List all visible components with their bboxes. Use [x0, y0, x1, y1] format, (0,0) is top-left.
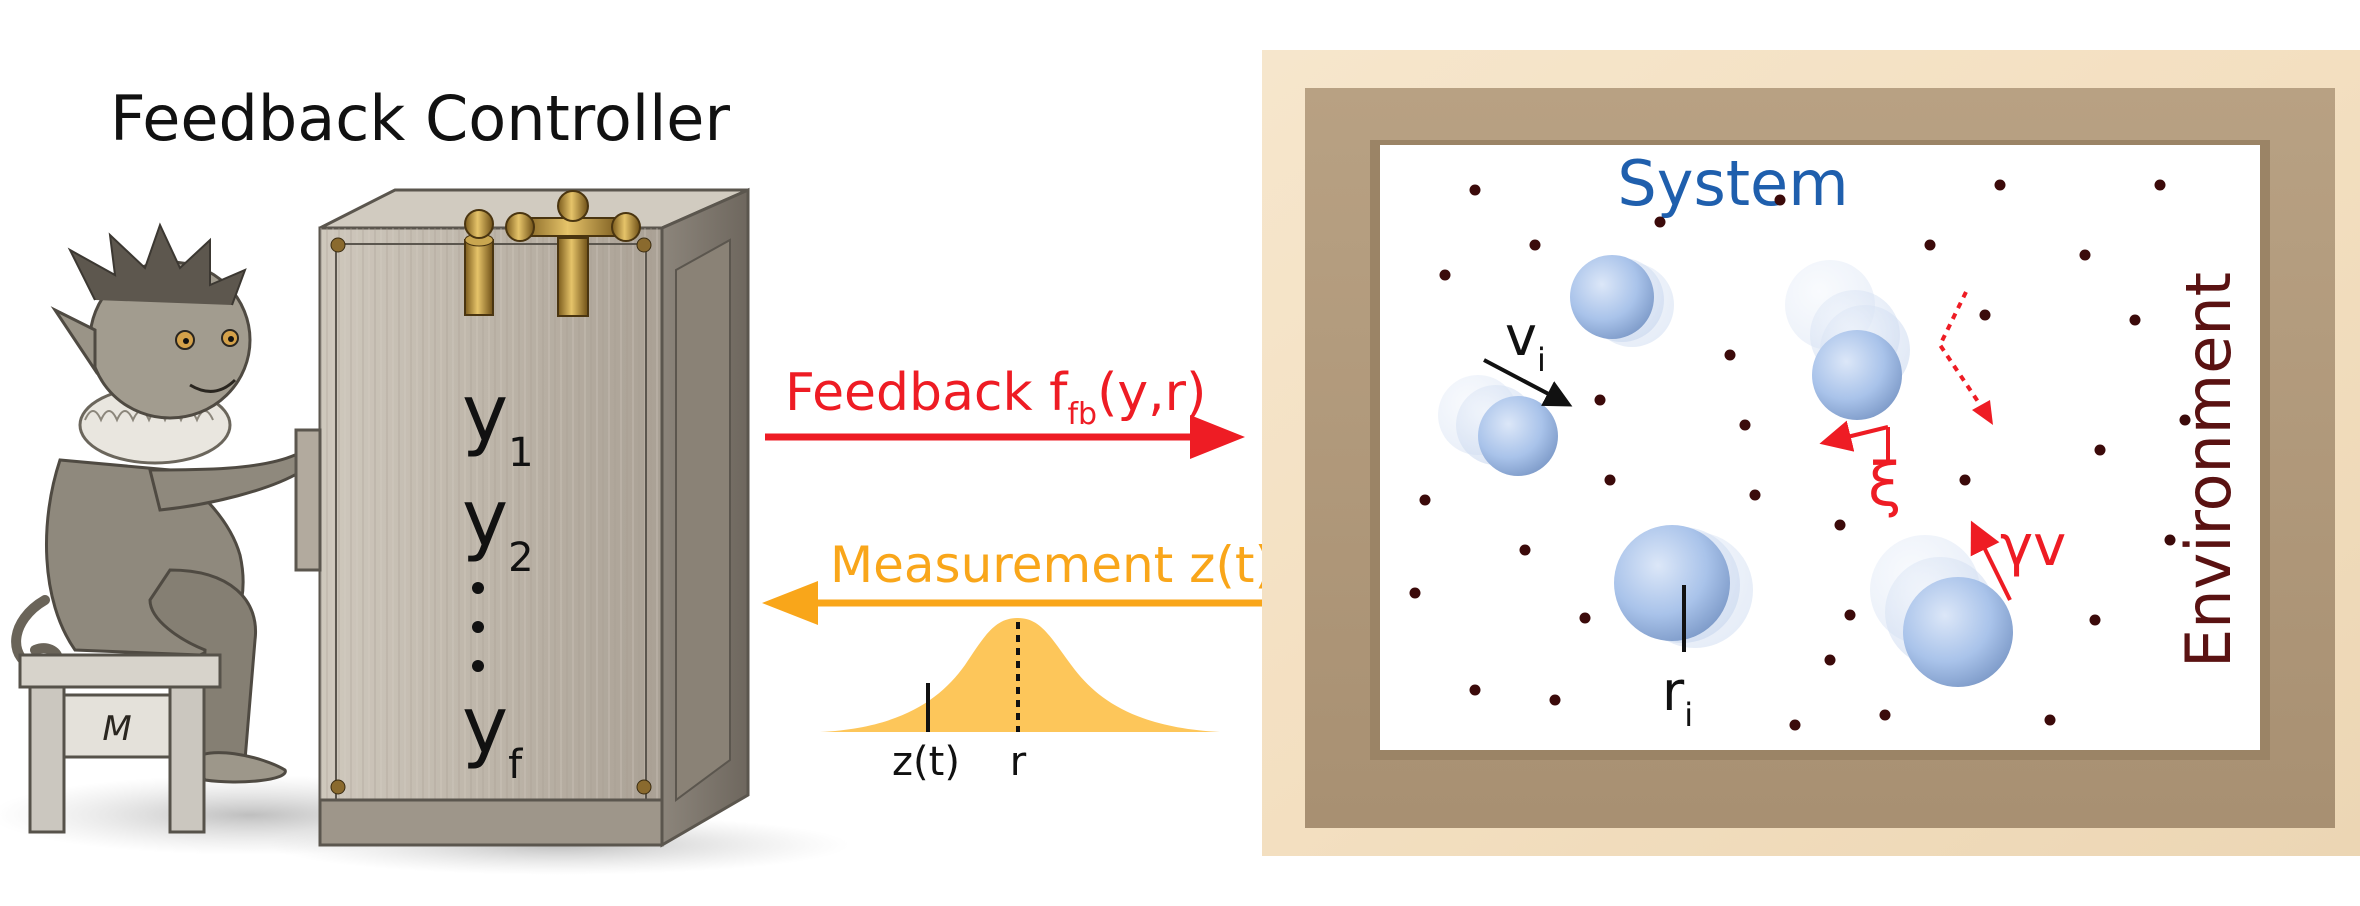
bath-dot	[1419, 494, 1431, 506]
page-title: Feedback Controller	[110, 82, 730, 155]
bath-dot	[1469, 184, 1481, 196]
stool-icon: M	[18, 653, 222, 834]
feedback-arrow: Feedback ffb(y,r)	[765, 363, 1245, 459]
particle	[1812, 330, 1902, 420]
bath-dot	[2044, 714, 2056, 726]
ellipsis-dot	[472, 582, 484, 594]
bath-dot	[1994, 179, 2006, 191]
bath-dot	[2094, 444, 2106, 456]
bath-dot	[2129, 314, 2141, 326]
bath-dot	[2164, 534, 2176, 546]
gaussian-curve-icon: z(t) r	[820, 618, 1220, 785]
bath-dot	[1739, 419, 1751, 431]
bath-dot	[2179, 414, 2191, 426]
measured-tick-label: z(t)	[892, 739, 960, 785]
cabinet-icon	[270, 187, 850, 875]
environment-label: Environment	[2172, 272, 2245, 668]
bath-dot	[1529, 239, 1541, 251]
controller-variables: y1 y2 yf	[462, 369, 534, 788]
particle	[1570, 255, 1654, 339]
particle	[1614, 525, 1730, 641]
bath-dot	[1654, 216, 1666, 228]
friction-force: γv	[1970, 514, 2066, 601]
ellipsis-dot	[472, 621, 484, 633]
particle	[1478, 396, 1558, 476]
imp-icon	[0, 222, 510, 855]
noise-label: ξ	[1868, 450, 1901, 520]
noise-force: ξ	[1819, 291, 1993, 520]
measurement-label: Measurement z(t)	[830, 536, 1274, 594]
stool-label: M	[102, 709, 131, 749]
bath-dot	[2089, 614, 2101, 626]
friction-label: γv	[2000, 514, 2066, 579]
bath-dot	[1409, 587, 1421, 599]
velocity-label: vi	[1505, 305, 1546, 379]
particle	[1903, 577, 2013, 687]
brass-knob-icon	[464, 190, 641, 317]
reference-tick-label: r	[1010, 739, 1027, 785]
bath-dot	[1924, 239, 1936, 251]
bath-dot	[1844, 609, 1856, 621]
bath-dot	[1774, 194, 1786, 206]
variable-y1: y1	[462, 369, 534, 476]
ellipsis-dot	[472, 660, 484, 672]
bath-dot	[1824, 654, 1836, 666]
variable-y2: y2	[462, 474, 534, 581]
bath-dot	[1789, 719, 1801, 731]
bath-dot	[2154, 179, 2166, 191]
feedback-label: Feedback ffb(y,r)	[785, 363, 1206, 432]
bath-dot	[1594, 394, 1606, 406]
bath-dot	[1749, 489, 1761, 501]
bath-dot	[1519, 544, 1531, 556]
bath-dot	[1439, 269, 1451, 281]
bath-dot	[1469, 684, 1481, 696]
position-vector: ri	[1662, 585, 1693, 734]
bath-dot	[1879, 709, 1891, 721]
bath-dot	[1979, 309, 1991, 321]
bath-dot	[1604, 474, 1616, 486]
bath-dot	[1959, 474, 1971, 486]
measurement-arrow: Measurement z(t)	[762, 536, 1274, 625]
velocity-vector: vi	[1483, 305, 1573, 407]
position-label: ri	[1662, 660, 1693, 734]
variable-yf: yf	[462, 681, 523, 788]
bath-dot	[1579, 612, 1591, 624]
bath-dot	[2079, 249, 2091, 261]
system-label: System	[1617, 147, 1848, 220]
bath-dot	[1724, 349, 1736, 361]
bath-dot	[1834, 519, 1846, 531]
bath-dot	[1549, 694, 1561, 706]
